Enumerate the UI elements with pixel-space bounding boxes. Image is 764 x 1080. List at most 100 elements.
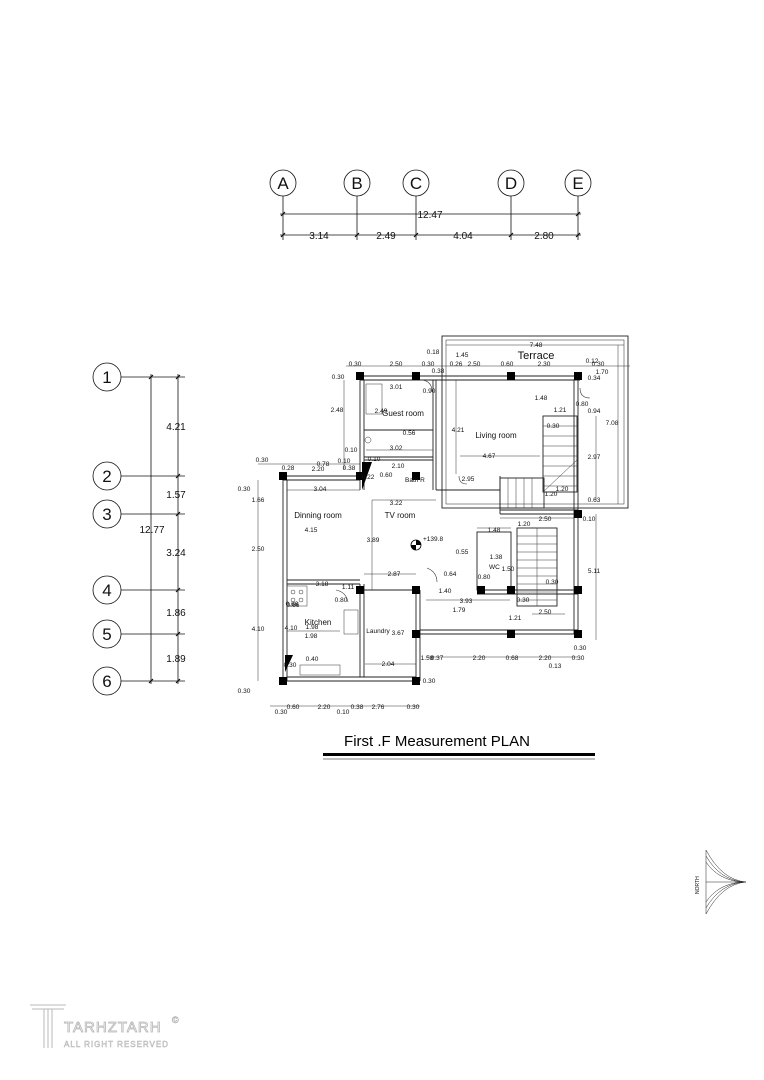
room-wc: WC [489, 564, 500, 571]
dim-label: 0.30 [517, 597, 530, 604]
dim-label: 2.50 [539, 609, 552, 616]
kitchen-fittings [286, 383, 383, 676]
dim-label: 2.76 [372, 704, 385, 711]
dim-label: 2.20 [312, 466, 325, 473]
dim-label: 1.45 [456, 352, 469, 359]
dim-label: 1.98 [305, 633, 318, 640]
tarhztarh-logo: TARHZTARH ALL RIGHT RESERVED © [30, 1004, 180, 1049]
room-terrace: Terrace [518, 350, 555, 362]
dim-label: 0.10 [368, 456, 381, 463]
dim-label: 1.20 [518, 521, 531, 528]
dim-label: 0.64 [444, 571, 457, 578]
room-bath: Bath R [405, 477, 425, 484]
room-dinning-room: Dinning room [294, 511, 342, 520]
dim-label: 4.10 [252, 626, 265, 633]
row-spacing-34: 3.24 [166, 548, 186, 559]
door-swings [335, 379, 591, 603]
plan-title: First .F Measurement PLAN [344, 733, 530, 750]
dim-label: 0.13 [549, 663, 562, 670]
dim-label: 2.10 [392, 463, 405, 470]
dim-label: 4.67 [483, 453, 496, 460]
dim-label: 0.78 [317, 461, 330, 468]
dim-label: 1.20 [556, 486, 569, 493]
grid-row-5: 5 [102, 625, 111, 644]
dim-label: 3.01 [390, 384, 403, 391]
dim-label: 0.18 [427, 349, 440, 356]
dim-label: 0.22 [362, 474, 375, 481]
dim-label: 1.21 [554, 407, 567, 414]
dim-label: 2.49 [375, 408, 388, 415]
dim-label: 4.21 [452, 427, 465, 434]
grid-row-3: 3 [102, 505, 111, 524]
dim-label: 0.10 [345, 447, 358, 454]
dim-label: 1.48 [488, 527, 501, 534]
column-spacing-ab: 3.14 [309, 231, 329, 242]
dim-label: 2.04 [382, 661, 395, 668]
copyright-mark: © [172, 1015, 180, 1025]
dim-label: 2.48 [331, 407, 344, 414]
dim-label: 3.67 [392, 630, 405, 637]
structural-columns [279, 372, 582, 685]
dim-label: 7.08 [606, 420, 619, 427]
north-label: NORTH [695, 876, 701, 894]
dim-label: 0.30 [256, 457, 269, 464]
dim-label: 0.63 [588, 497, 601, 504]
plan-dimension-labels: 7.48 1.45 0.18 0.30 2.50 0.30 0.26 2.50 … [238, 342, 619, 716]
dim-label: 1.50 [502, 566, 515, 573]
dim-label: 1.70 [596, 369, 609, 376]
title-underline [323, 753, 595, 756]
column-spacing-cd: 4.04 [453, 231, 473, 242]
dim-label: 0.30 [349, 361, 362, 368]
dim-label: 1.66 [252, 497, 265, 504]
dim-label: 1.11 [342, 584, 355, 591]
overall-depth-label: 12.77 [139, 525, 164, 536]
dim-label: 1.98 [306, 624, 319, 631]
dim-label: 3.02 [390, 445, 403, 452]
dim-label: 0.38 [351, 704, 364, 711]
dim-label: 2.50 [252, 546, 265, 553]
dim-label: 3.04 [314, 486, 327, 493]
dim-label: 0.94 [588, 408, 601, 415]
room-living-room: Living room [475, 431, 517, 440]
grid-row-6: 6 [102, 672, 111, 691]
dim-label: 0.40 [306, 656, 319, 663]
dim-label: 2.20 [539, 655, 552, 662]
dim-label: 2.87 [388, 571, 401, 578]
grid-row-4: 4 [102, 581, 111, 600]
grid-col-b: B [351, 174, 362, 193]
dim-label: 2.30 [538, 361, 551, 368]
dim-label: 2.50 [390, 361, 403, 368]
level-marker [410, 539, 422, 551]
row-spacing-45: 1.86 [166, 608, 186, 619]
dim-label: 2.97 [588, 454, 601, 461]
dim-label: 1.21 [509, 615, 522, 622]
dim-label: 0.80 [576, 401, 589, 408]
room-guest-room: Guest room [382, 409, 424, 418]
grid-col-d: D [505, 174, 517, 193]
row-spacing-56: 1.89 [166, 654, 186, 665]
dim-label: 1.40 [439, 588, 452, 595]
dim-label: 0.30 [284, 662, 297, 669]
dim-label: 0.10 [337, 709, 350, 716]
plan-walls [282, 335, 629, 682]
dim-label: 0.30 [574, 645, 587, 652]
dim-label: 0.30 [423, 678, 436, 685]
dim-label: 5.11 [588, 568, 601, 575]
dim-label: 2.50 [468, 361, 481, 368]
dim-label: 2.95 [462, 476, 475, 483]
dim-label: 0.30 [592, 361, 605, 368]
logo-subtitle: ALL RIGHT RESERVED [64, 1040, 169, 1049]
bath-shaft [362, 462, 372, 490]
dim-label: 7.48 [530, 342, 543, 349]
dim-label: 0.66 [286, 601, 299, 608]
dim-label: 0.12 [586, 358, 599, 365]
dim-label: 2.50 [539, 516, 552, 523]
column-spacing-bc: 2.49 [376, 231, 396, 242]
grid-row-1: 1 [102, 368, 111, 387]
plan-dimension-lines [257, 344, 630, 707]
dim-label: 0.10 [338, 458, 351, 465]
dim-label: 0.30 [546, 579, 559, 586]
dim-label: 0.90 [423, 388, 436, 395]
dim-label: 1.79 [453, 607, 466, 614]
